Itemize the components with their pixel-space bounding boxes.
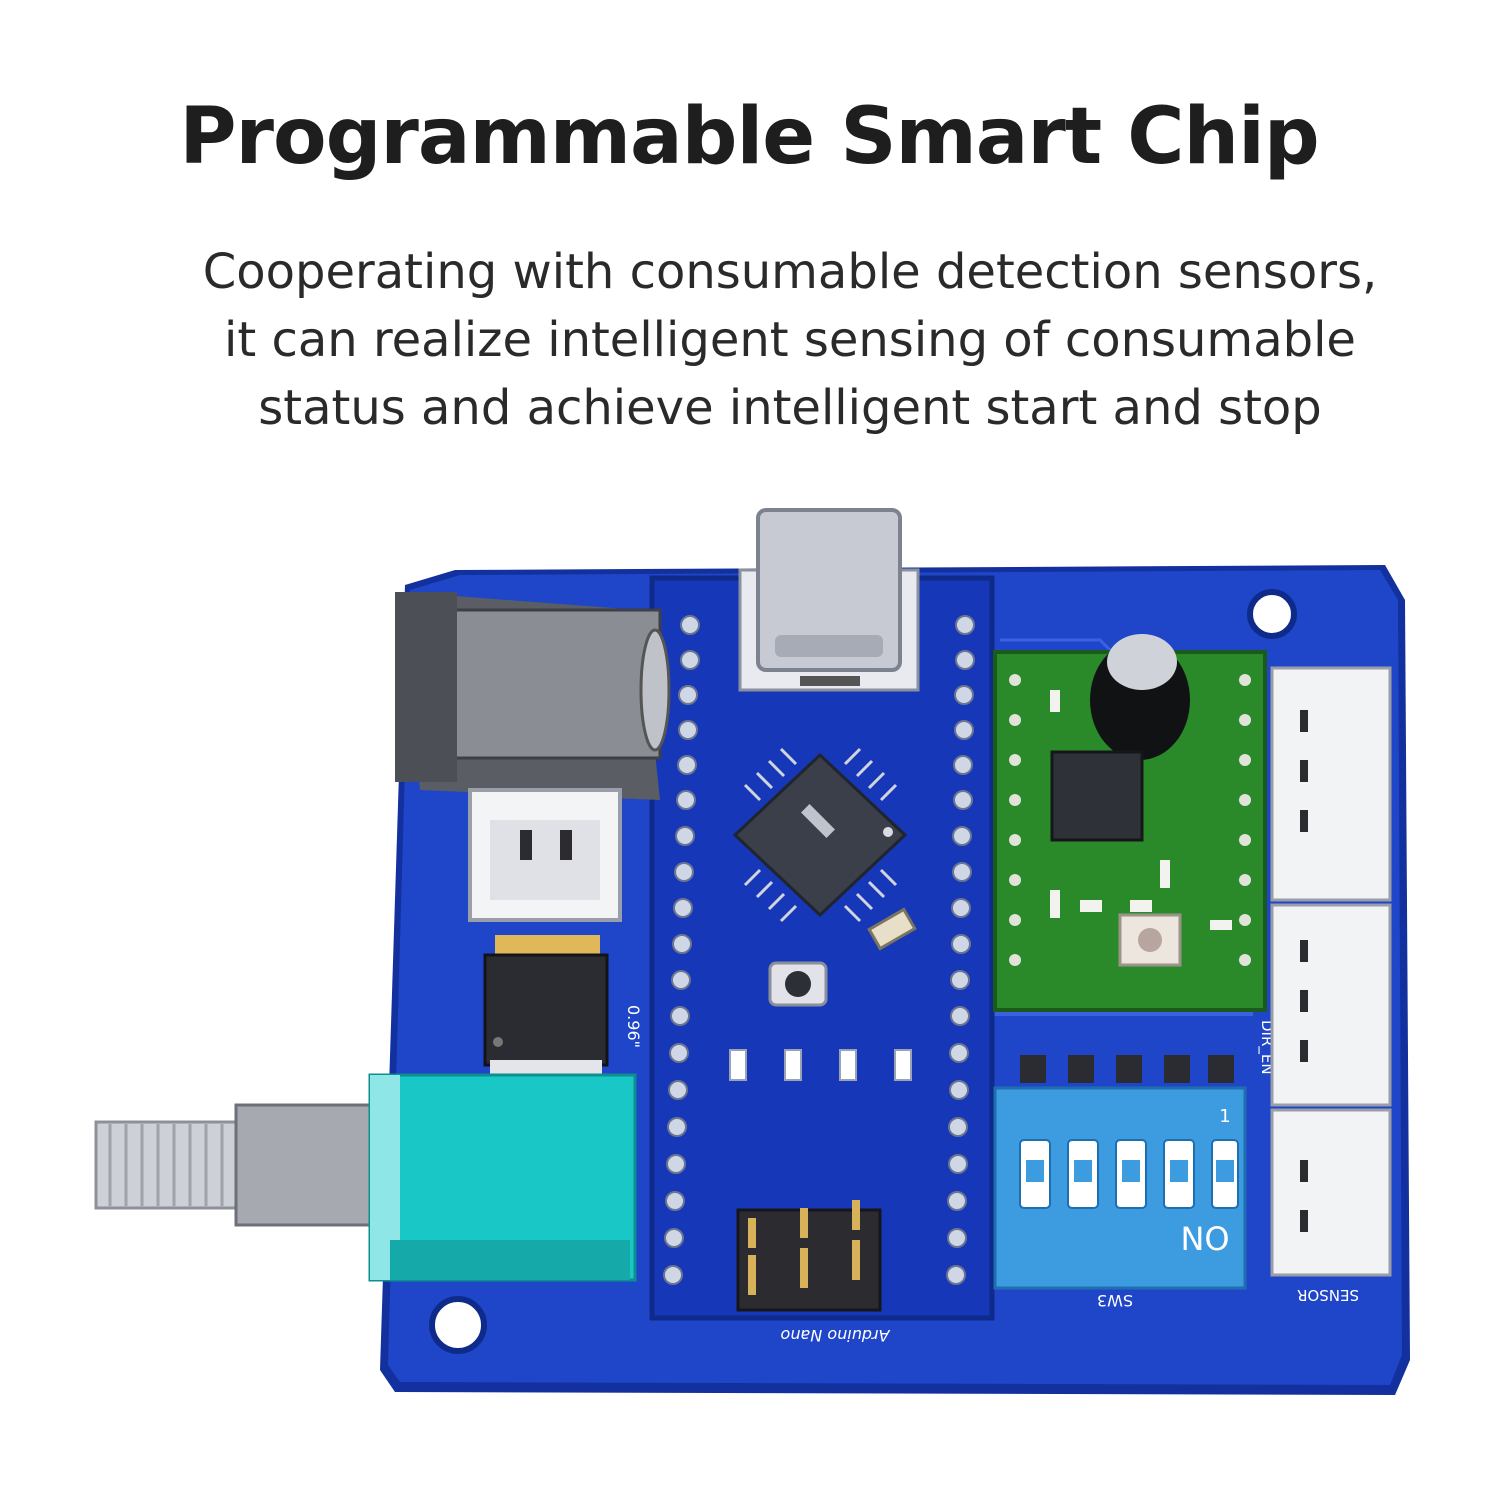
jst-connector-left xyxy=(468,788,622,922)
silk-label-sw: SW3 xyxy=(1097,1291,1133,1310)
arduino-nano-module: Arduino Nano xyxy=(649,508,995,1345)
subtitle-line-1: Cooperating with consumable detection se… xyxy=(202,244,1378,300)
stepper-driver-module xyxy=(993,634,1267,1012)
dip-label-index: 1 xyxy=(1219,1106,1230,1127)
trimmer xyxy=(1118,913,1182,967)
dc-power-jack xyxy=(395,592,671,800)
crystal xyxy=(867,907,917,951)
reset-button xyxy=(768,961,828,1007)
icsp-header xyxy=(736,1200,882,1312)
page-subtitle: Cooperating with consumable detection se… xyxy=(120,238,1460,442)
dip-label-on: NO xyxy=(1180,1220,1229,1258)
subtitle-line-3: status and achieve intelligent start and… xyxy=(258,380,1322,436)
power-ic xyxy=(483,935,609,1078)
capacitor xyxy=(1090,634,1190,760)
potentiometer-knob xyxy=(94,1073,637,1282)
nano-pins-left xyxy=(663,615,700,1285)
silk-label-side: 0.96" xyxy=(624,1005,643,1048)
page-title: Programmable Smart Chip xyxy=(179,92,1319,182)
driver-chip xyxy=(1050,750,1144,842)
smd-leds xyxy=(729,1049,912,1081)
dip-switch: NO 1 xyxy=(993,1055,1247,1290)
silk-label-nano: Arduino Nano xyxy=(780,1326,890,1345)
mcu-chip xyxy=(732,747,908,923)
sensor-connectors xyxy=(1270,666,1392,1277)
silk-label-sensor: SENSOR xyxy=(1297,1286,1359,1304)
usb-c-port xyxy=(738,508,920,692)
nano-pins-right xyxy=(946,615,975,1285)
subtitle-line-2: it can realize intelligent sensing of co… xyxy=(224,312,1356,368)
